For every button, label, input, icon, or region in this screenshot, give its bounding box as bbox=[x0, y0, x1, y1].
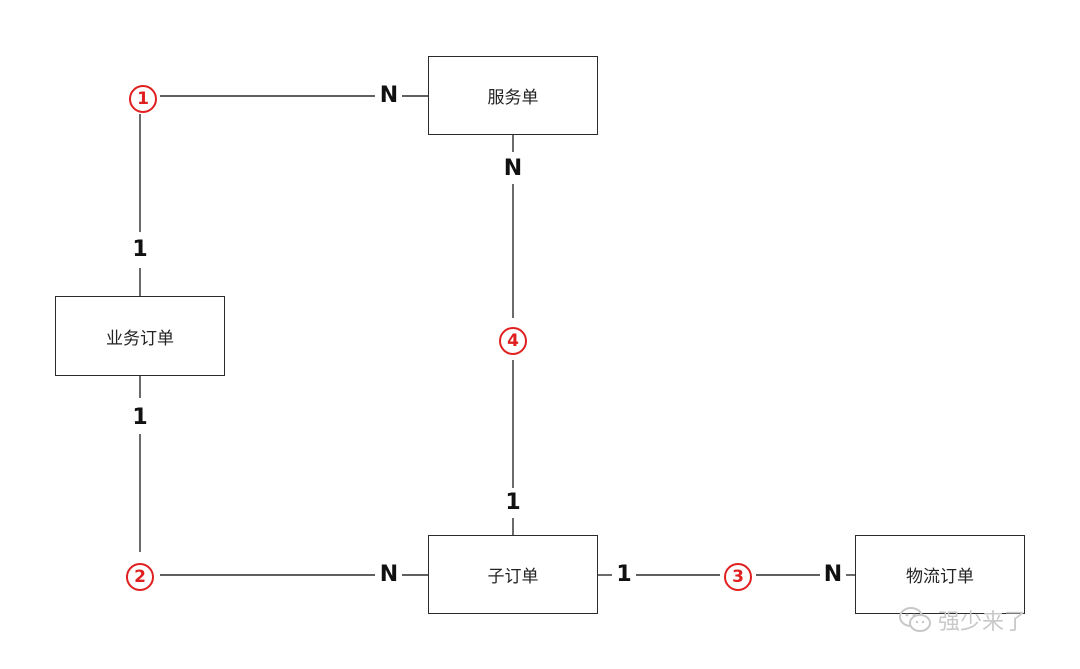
cardinality-r1-business: 1 bbox=[132, 237, 148, 262]
entity-service-order: 服务单 bbox=[428, 56, 598, 135]
wechat-icon bbox=[898, 606, 932, 634]
watermark: 强少来了 bbox=[898, 604, 1026, 636]
watermark-text: 强少来了 bbox=[938, 610, 1027, 635]
entity-logistics-order-label: 物流订单 bbox=[906, 567, 974, 587]
relationship-marker-3-label: 3 bbox=[732, 567, 744, 587]
cardinality-r2-business: 1 bbox=[132, 405, 148, 430]
cardinality-r1-service: N bbox=[379, 83, 399, 108]
relationship-marker-4: 4 bbox=[499, 327, 527, 355]
relationship-marker-2: 2 bbox=[126, 563, 154, 591]
cardinality-r3-sub: 1 bbox=[616, 562, 632, 587]
relationship-marker-1: 1 bbox=[129, 85, 157, 113]
entity-logistics-order: 物流订单 bbox=[855, 535, 1025, 614]
relationship-marker-1-label: 1 bbox=[137, 89, 149, 109]
cardinality-r4-sub: 1 bbox=[505, 490, 521, 515]
relationship-marker-4-label: 4 bbox=[507, 331, 519, 351]
entity-sub-order: 子订单 bbox=[428, 535, 598, 614]
entity-business-order-label: 业务订单 bbox=[106, 328, 174, 349]
relationship-marker-2-label: 2 bbox=[134, 567, 146, 587]
entity-service-order-label: 服务单 bbox=[487, 88, 539, 108]
cardinality-r2-sub: N bbox=[379, 562, 399, 587]
cardinality-r4-service: N bbox=[503, 156, 523, 181]
relationship-marker-3: 3 bbox=[724, 563, 752, 591]
entity-business-order: 业务订单 bbox=[55, 296, 225, 376]
cardinality-r3-logistics: N bbox=[823, 562, 843, 587]
entity-sub-order-label: 子订单 bbox=[487, 567, 539, 587]
